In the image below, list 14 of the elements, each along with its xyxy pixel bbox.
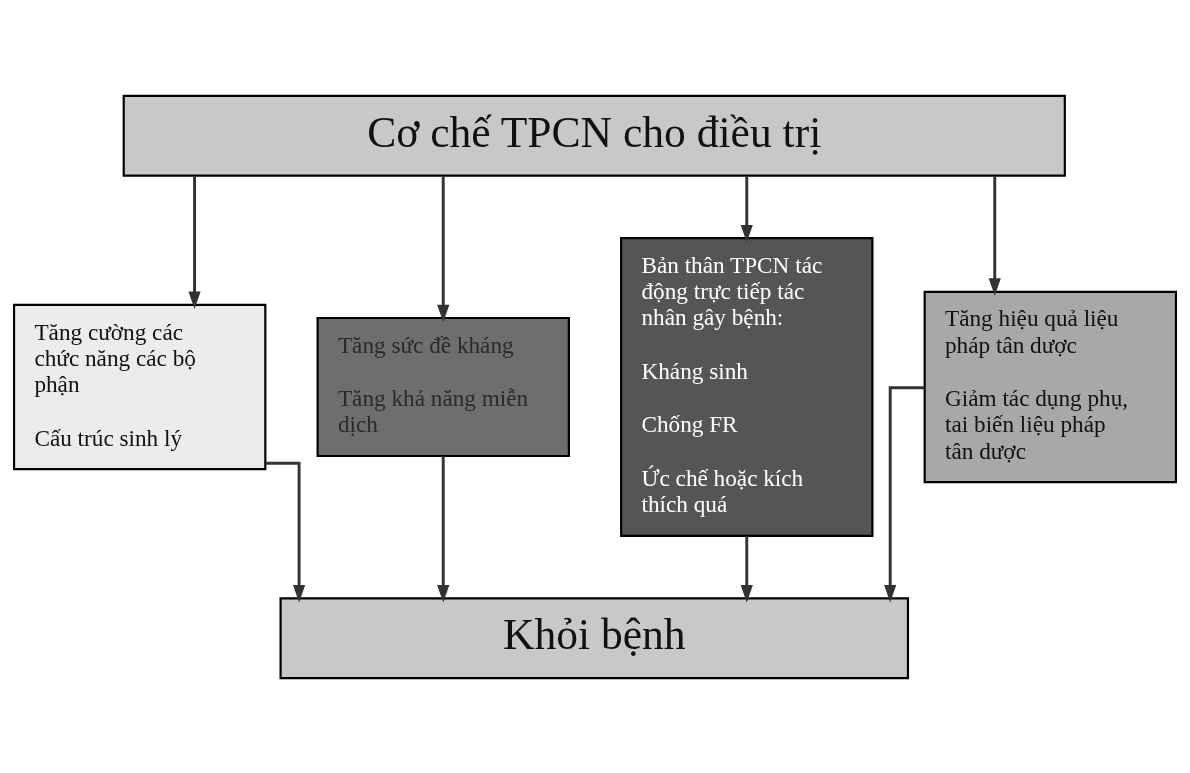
node-box: Cơ chế TPCN cho điều trị	[122, 94, 1066, 177]
node-box: Tăng hiệu quả liệu pháp tân dược Giảm tác dụng phụ, tai biến liệu pháp tân dược	[923, 290, 1177, 483]
arrow	[884, 385, 925, 602]
node-box: Bản thân TPCN tác động trực tiếp tác nhân gây bệnh: Kháng sinh Chống FR Ức chế hoặc kích thích quá	[620, 236, 874, 537]
arrow	[188, 175, 201, 309]
node-box: Tăng sức đề kháng Tăng khả năng miễn dịch	[316, 316, 570, 457]
node-box: Khỏi bệnh	[279, 596, 910, 679]
arrow	[740, 535, 753, 603]
arrow	[740, 175, 753, 242]
arrow	[437, 175, 450, 322]
arrow	[988, 175, 1001, 296]
node-box: Tăng cường các chức năng các bộ phận Cấu trúc sinh lý	[13, 303, 267, 470]
arrow	[265, 461, 306, 602]
arrow	[437, 455, 450, 603]
